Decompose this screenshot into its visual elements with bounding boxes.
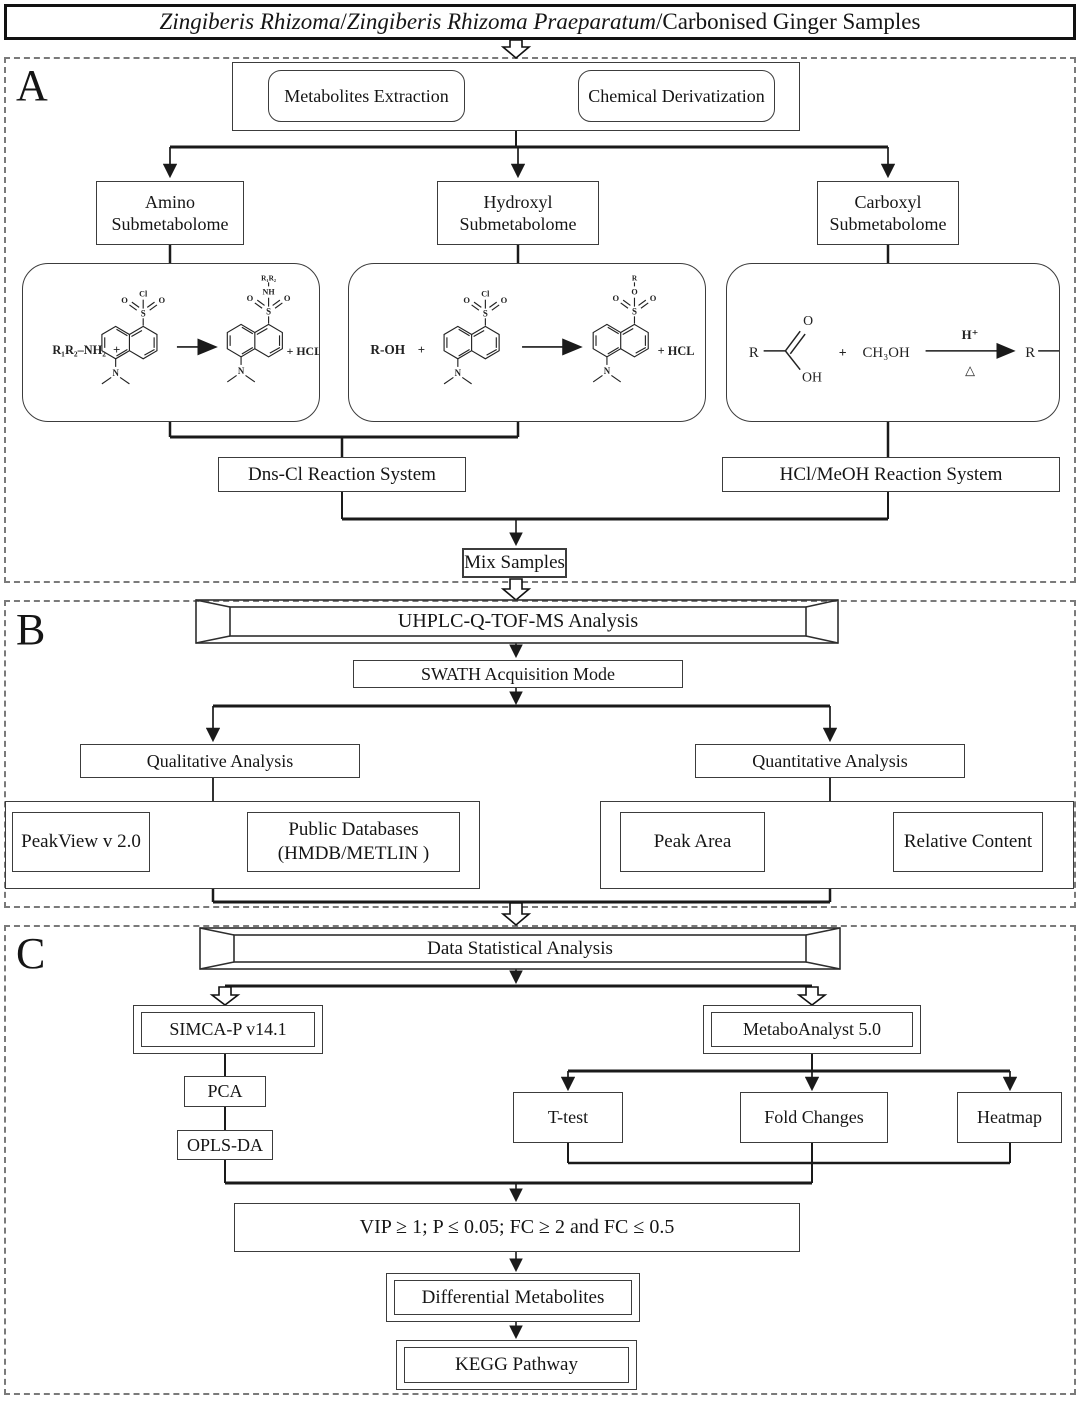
mix-samples-box: Mix Samples [462, 548, 567, 578]
carboxyl-line2: Submetabolome [829, 214, 947, 234]
t-test-box: T-test [513, 1092, 623, 1143]
hollow-arrow-to-metabo [796, 986, 828, 1007]
heat-delta-symbol: △ [965, 364, 975, 378]
public-db-line2: (HMDB/METLIN ) [277, 843, 430, 864]
relative-content-box: Relative Content [893, 812, 1043, 872]
swath-acquisition-box: SWATH Acquisition Mode [353, 660, 683, 688]
dansyl-ester-structure: O R [592, 275, 658, 383]
hclmeoh-reaction-system-box: HCl/MeOH Reaction System [722, 457, 1060, 492]
chlorine-label: Cl [139, 289, 148, 298]
hydroxyl-label: OH [802, 370, 822, 385]
differential-metabolites-box: Differential Metabolites [386, 1273, 640, 1322]
carboxyl-submetabolome-box: Carboxyl Submetabolome [817, 181, 959, 245]
hollow-arrow-a-to-b [500, 578, 532, 602]
title-sep-1: / [340, 9, 347, 34]
kegg-pathway-box: KEGG Pathway [396, 1340, 637, 1390]
panel-b [4, 600, 1076, 908]
r-product-label: R [1025, 345, 1035, 361]
hydroxyl-reaction-scheme-box: R-OH + Cl O R + HCL [348, 263, 706, 422]
heatmap-box: Heatmap [957, 1092, 1062, 1143]
hollow-arrow-to-simca [209, 986, 241, 1007]
amino-reaction-scheme-box: R₁R₂–NH₂ + Cl NH R₁R₂ + HCL [22, 263, 320, 422]
r1r2-label: R₁R₂ [261, 275, 276, 283]
amino-reaction-scheme: R₁R₂–NH₂ + Cl NH R₁R₂ + HCL [52, 275, 319, 385]
amino-submetabolome-box: Amino Submetabolome [96, 181, 244, 245]
metabolites-extraction-box: Metabolites Extraction [268, 70, 465, 122]
title-latin-2: Zingiberis Rhizoma Praeparatum [346, 9, 656, 34]
plus-sign: + [113, 343, 120, 357]
r-label: R [632, 275, 638, 283]
quantitative-analysis-box: Quantitative Analysis [695, 744, 965, 778]
public-databases-box: Public Databases (HMDB/METLIN ) [247, 812, 460, 872]
methyl-ester-structure [1038, 350, 1059, 352]
panel-c [4, 925, 1076, 1395]
opls-da-box: OPLS-DA [177, 1130, 273, 1160]
panel-a [4, 57, 1076, 583]
differential-metabolites-box-inner: Differential Metabolites [394, 1280, 632, 1315]
hollow-arrow-b-to-c [500, 902, 532, 927]
dnscl-reaction-system-box: Dns-Cl Reaction System [218, 457, 466, 492]
amino-line1: Amino [144, 191, 195, 212]
title-latin-1: Zingiberis Rhizoma [159, 9, 341, 34]
methanol-label: CH₃OH [863, 345, 910, 361]
hcl-product-label: + HCL [658, 344, 695, 358]
amine-reactant-label: R₁R₂–NH₂ [52, 343, 106, 357]
carboxylic-acid-structure [763, 330, 806, 371]
title-normal: Carbonised Ginger Samples [662, 9, 921, 34]
panel-a-label: A [16, 61, 48, 110]
kegg-pathway-box-inner: KEGG Pathway [404, 1347, 629, 1383]
hcl-product-label: + HCL [287, 344, 319, 358]
uhplc-3d-box [195, 599, 839, 644]
pca-box: PCA [184, 1076, 266, 1107]
dansyl-amide-structure: NH R₁R₂ [226, 275, 292, 383]
carboxyl-reaction-scheme: R O OH + CH₃OH H⁺ △ R O [749, 313, 1059, 385]
hydroxyl-reaction-scheme: R-OH + Cl O R + HCL [370, 275, 695, 385]
criteria-box: VIP ≥ 1; P ≤ 0.05; FC ≥ 2 and FC ≤ 0.5 [234, 1203, 800, 1252]
dsa-3d-box [199, 927, 841, 970]
ester-oxygen-label: O [631, 287, 637, 296]
uhplc-analysis-box: UHPLC-Q-TOF-MS Analysis [397, 610, 639, 632]
carboxyl-line1: Carboxyl [854, 191, 922, 212]
dansyl-chloride-structure: Cl [443, 289, 509, 385]
figure-title: Zingiberis Rhizoma / Zingiberis Rhizoma … [4, 4, 1076, 40]
panel-c-connectors [224, 969, 1018, 1340]
dansyl-chloride-structure: Cl [101, 289, 167, 385]
roh-reactant-label: R-OH [370, 342, 405, 357]
amino-line2: Submetabolome [111, 214, 229, 234]
nh-label: NH [263, 287, 276, 296]
acid-catalyst-label: H⁺ [962, 328, 979, 342]
plus-sign: + [418, 343, 425, 357]
chemical-derivatization-box: Chemical Derivatization [578, 70, 775, 122]
carboxyl-reaction-scheme-box: R O OH + CH₃OH H⁺ △ R O [726, 263, 1060, 422]
hollow-arrows [209, 39, 828, 1007]
r-label: R [749, 345, 759, 361]
data-statistical-analysis-box: Data Statistical Analysis [427, 937, 613, 959]
simca-box: SIMCA-P v14.1 [133, 1005, 323, 1054]
hydroxyl-line2: Submetabolome [459, 214, 577, 234]
qualitative-analysis-box: Qualitative Analysis [80, 744, 360, 778]
peak-area-box: Peak Area [620, 812, 765, 872]
hydroxyl-submetabolome-box: Hydroxyl Submetabolome [437, 181, 599, 245]
metaboanalyst-box: MetaboAnalyst 5.0 [703, 1005, 921, 1054]
hydroxyl-line1: Hydroxyl [483, 191, 553, 212]
hollow-arrow-title-to-a [500, 39, 532, 60]
simca-box-inner: SIMCA-P v14.1 [141, 1012, 315, 1047]
carbonyl-oxygen-label: O [803, 313, 813, 328]
plus-sign: + [839, 345, 847, 360]
fold-changes-box: Fold Changes [740, 1092, 888, 1143]
public-db-line1: Public Databases [288, 819, 419, 841]
panel-b-label: B [16, 605, 46, 654]
metaboanalyst-box-inner: MetaboAnalyst 5.0 [711, 1012, 913, 1047]
title-sep-2: / [655, 9, 663, 34]
panel-c-label: C [16, 929, 46, 978]
chlorine-label: Cl [481, 289, 490, 298]
peakview-box: PeakView v 2.0 [12, 812, 150, 872]
